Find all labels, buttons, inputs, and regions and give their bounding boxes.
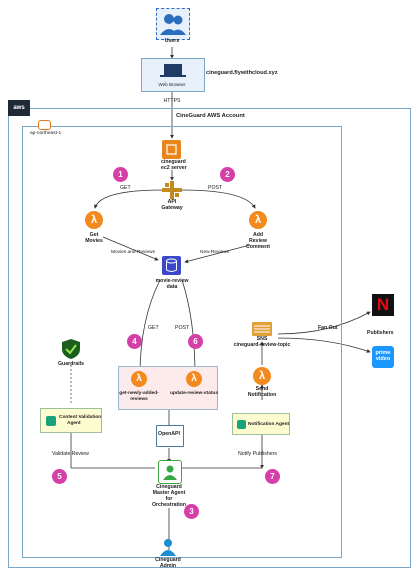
https-label: HTTPS: [163, 98, 181, 104]
step-badge-4: 4: [127, 334, 142, 349]
publishers-label: Publishers: [367, 330, 394, 336]
send-notification-label-2: Notification: [247, 392, 277, 398]
add-review-label-1: Add: [252, 232, 264, 238]
web-browser-label: Web Browser: [158, 82, 186, 87]
guardrails-shield-icon: [61, 338, 81, 360]
lambda-update-status-label: update-review-status: [170, 391, 218, 396]
get-movies-label-1: Get: [89, 232, 99, 238]
content-validation-label-2: Agent: [67, 421, 81, 426]
movie-review-data-label-1: movie-review: [155, 278, 189, 284]
admin-label-2: Admin: [159, 563, 177, 569]
add-review-label-3: Comment: [246, 244, 270, 250]
aws-logo: aws: [8, 100, 30, 116]
region-label: ap-northeast-1: [30, 131, 62, 136]
validate-review-label: Validate Review: [52, 451, 89, 457]
users-label: Users: [164, 38, 180, 44]
step-badge-6: 6: [188, 334, 203, 349]
lambda-update-status-icon: λ: [186, 371, 202, 387]
step-badge-5: 5: [52, 469, 67, 484]
ec2-icon: [162, 140, 181, 159]
lambda-send-notification-icon: λ: [253, 367, 271, 385]
notification-agent-box: Notification Agent: [232, 413, 290, 435]
aws-account-boundary: [8, 108, 411, 568]
get-label-2: GET: [148, 325, 159, 331]
guardrails-label: Guardrails: [58, 361, 84, 367]
laptop-icon: [160, 64, 186, 77]
master-agent-label-4: Orchestration: [151, 502, 187, 508]
notify-publishers-label: Notify Publishers: [238, 451, 277, 457]
account-label: CineGuard AWS Account: [176, 113, 245, 119]
master-agent-label-2: Master Agent: [152, 490, 186, 496]
openapi-doc-icon: [156, 425, 184, 447]
openapi-label: OpenAPI: [158, 431, 180, 437]
region-boundary: [22, 126, 342, 558]
step-badge-3: 3: [184, 504, 199, 519]
send-notification-label-1: Send: [255, 386, 269, 392]
get-movies-label-2: Movies: [85, 238, 103, 244]
lambda-get-new-label-1: get-newly-added-: [119, 391, 159, 396]
admin-user-icon: [160, 538, 176, 556]
sns-icon: [252, 322, 272, 336]
lambda-get-new-reviews-icon: λ: [131, 371, 147, 387]
region-flag-icon: [38, 120, 51, 130]
step-badge-7: 7: [265, 469, 280, 484]
bedrock-agent-icon: [237, 420, 246, 429]
api-gateway-label-2: Gateway: [161, 205, 183, 211]
prime-text: prime: [375, 350, 391, 356]
lambda-get-new-label-2: reviews: [130, 397, 148, 402]
add-review-label-2: Review: [249, 238, 267, 244]
web-browser-box: [141, 58, 205, 92]
master-agent-icon: [158, 460, 182, 484]
movie-review-data-label-2: data: [166, 284, 178, 290]
content-validation-agent-box: Content Validation Agent: [40, 408, 102, 433]
admin-label-1: Cineguard: [155, 557, 181, 563]
step-badge-1: 1: [113, 167, 128, 182]
api-gateway-label-1: API: [167, 199, 177, 205]
post-label-2: POST: [175, 325, 190, 331]
movies-and-reviews-label: Movies and Reviews: [111, 250, 155, 255]
dynamodb-icon: [162, 256, 181, 275]
notification-agent-label: Notification Agent: [248, 422, 290, 427]
sns-label-2: cineguard-review-topic: [233, 342, 291, 348]
post-label: POST: [208, 185, 223, 191]
netflix-logo: N: [372, 294, 394, 316]
content-validation-label-1: Content Validation: [59, 415, 102, 420]
master-agent-label-3: for: [165, 496, 173, 502]
lambda-add-review-icon: λ: [249, 211, 267, 229]
api-gateway-icon: [162, 181, 182, 199]
domain-label: cineguard.flywithcloud.xyz: [206, 70, 278, 76]
bedrock-agent-icon: [46, 416, 56, 426]
lambda-get-movies-icon: λ: [85, 211, 103, 229]
video-text: video: [375, 355, 391, 362]
get-label: GET: [120, 185, 131, 191]
master-agent-label-1: Cineguard: [156, 484, 182, 490]
prime-video-logo: prime video: [372, 346, 394, 368]
ec2-label-2: ec2 server: [161, 165, 187, 171]
sns-label-1: SNS: [256, 336, 268, 342]
fan-out-label: Fan Out: [318, 325, 338, 331]
ec2-label-1: cineguard: [161, 159, 186, 165]
users-icon: [156, 8, 190, 40]
step-badge-2: 2: [220, 167, 235, 182]
new-reviews-label: New Reviews: [200, 250, 230, 255]
